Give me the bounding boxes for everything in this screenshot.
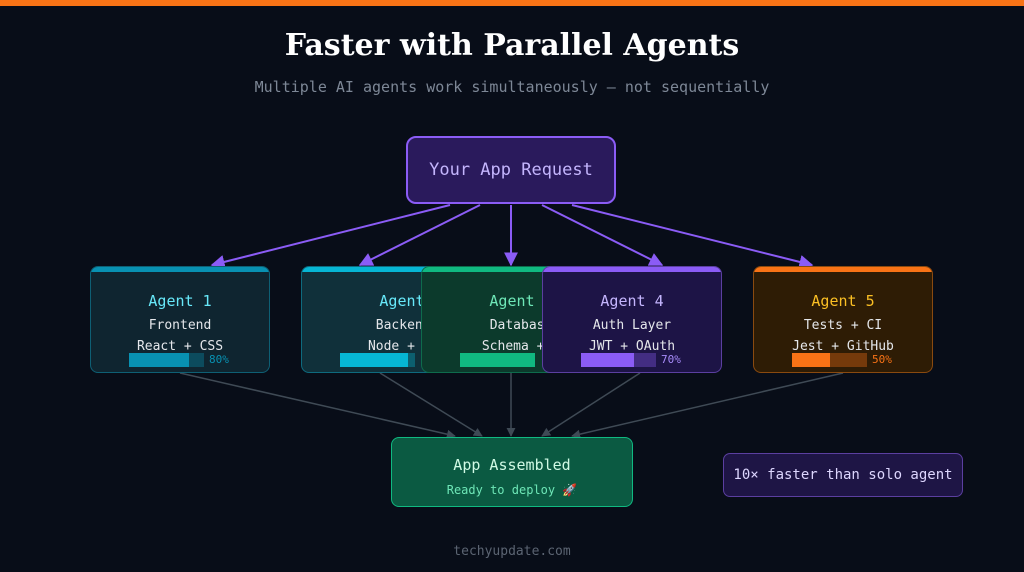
arrow-agent-1-to-result [179, 372, 456, 439]
agent-5-progress-label: 50% [872, 353, 892, 366]
agent-3-progress-fill [460, 353, 535, 367]
arrow-request-to-agent-5 [571, 204, 814, 269]
arrow-agent-5-to-result [571, 372, 844, 439]
agent-1-name: Agent 1 [148, 292, 212, 310]
agent-1-top-bar [91, 267, 269, 272]
arrow-agent-2-to-result [379, 372, 483, 437]
agent-4-top-bar [543, 267, 721, 272]
agent-2-top-bar [302, 267, 480, 272]
agent-1-progress-label: 80% [209, 353, 229, 366]
app-request-label: Your App Request [429, 160, 593, 180]
agent-2-progress-fill [340, 353, 408, 367]
agent-1-progress-remaining [189, 353, 204, 367]
agent-card-5: Agent 5 Tests + CI Jest + GitHub 50% [753, 266, 933, 373]
agent-3-role: Database [489, 318, 553, 333]
agent-5-progress-bar [792, 353, 867, 367]
agent-4-role: Auth Layer [592, 318, 672, 333]
agent-5-name: Agent 5 [811, 292, 875, 310]
top-accent-bar [0, 0, 1024, 6]
agent-5-top-bar [754, 267, 932, 272]
agent-4-name: Agent 4 [600, 292, 664, 310]
agent-1-progress-fill [129, 353, 189, 367]
agent-5-stack: Jest + GitHub [792, 339, 894, 354]
agent-1-stack: React + CSS [136, 339, 224, 354]
arrow-request-to-agent-4 [541, 204, 664, 266]
app-assembled-subtitle: Ready to deploy 🚀 [446, 483, 578, 497]
app-assembled-title: App Assembled [453, 456, 571, 474]
agent-1-progress-bar [129, 353, 204, 367]
agent-4-progress-remaining [633, 353, 656, 367]
agent-2-progress-remaining [407, 353, 415, 367]
agent-1-role: Frontend [148, 318, 212, 333]
footer-site-credit: techyupdate.com [453, 544, 571, 559]
page-title: Faster with Parallel Agents [284, 28, 740, 63]
agent-4-progress-label: 70% [661, 353, 681, 366]
arrow-agent-4-to-result [541, 372, 641, 437]
agent-3-stack: Schema + S [481, 339, 561, 354]
agent-4-progress-bar [581, 353, 656, 367]
page-subtitle: Multiple AI agents work simultaneously —… [254, 78, 770, 96]
agent-5-progress-fill [792, 353, 830, 367]
agent-card-1: Agent 1 Frontend React + CSS 80% [90, 266, 270, 373]
agent-4-stack: JWT + OAuth [588, 339, 676, 354]
agent-5-role: Tests + CI [803, 318, 883, 333]
arrow-request-to-agent-2 [358, 204, 481, 266]
app-assembled-node: App Assembled Ready to deploy 🚀 [391, 437, 633, 507]
app-request-node: Your App Request [406, 136, 616, 204]
agent-3-top-bar [422, 267, 600, 272]
agent-3-progress-bar [460, 353, 535, 367]
speed-badge-label: 10× faster than solo agent [733, 467, 953, 483]
agent-5-progress-remaining [829, 353, 867, 367]
speed-badge: 10× faster than solo agent [723, 453, 963, 497]
agent-3-name: Agent 3 [489, 292, 553, 310]
agent-card-4: Agent 4 Auth Layer JWT + OAuth 70% [542, 266, 722, 373]
agent-4-progress-fill [581, 353, 634, 367]
arrow-request-to-agent-1 [210, 204, 451, 269]
agent-2-progress-bar [340, 353, 415, 367]
